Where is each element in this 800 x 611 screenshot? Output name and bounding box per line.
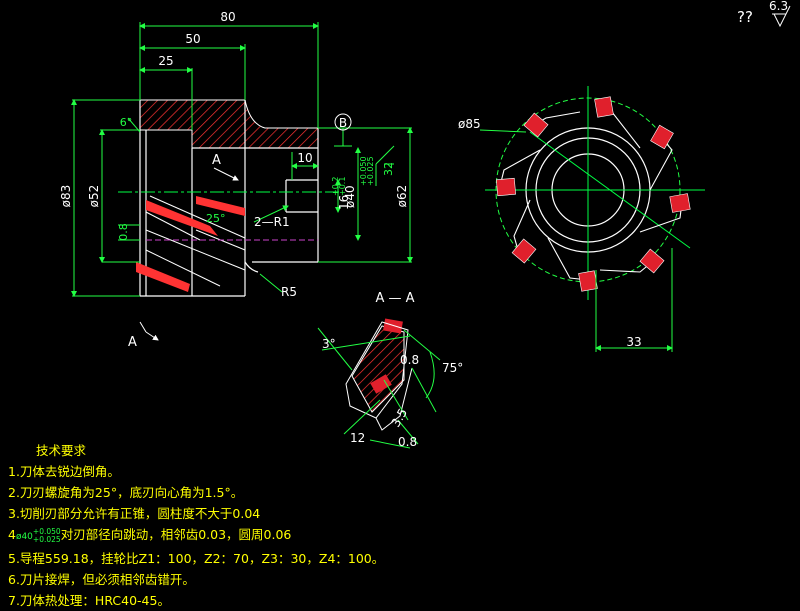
body-section-hatch	[139, 99, 319, 149]
note-5: 5.导程559.18，挂轮比Z1：100，Z2：70，Z3：30，Z4：100。	[8, 551, 385, 566]
dim-phi52: ø52	[87, 185, 101, 208]
note-4-text: 对刃部径向跳动，相邻齿0.03，圆周0.06	[60, 527, 292, 542]
technical-requirements: 技术要求 1.刀体去锐边倒角。 2.刀刃螺旋角为25°，底刃向心角为1.5°。 …	[8, 440, 608, 611]
note-4-number: 4	[8, 527, 16, 542]
dim-phi62: ø62	[395, 185, 409, 208]
dim-16-tol: +0.2	[331, 177, 340, 196]
dim-50: 50	[185, 32, 200, 46]
dim-16: 16	[337, 195, 351, 210]
dim-12: 12	[350, 431, 365, 445]
roughness-value: 6.3	[769, 0, 788, 13]
dim-33: 33	[626, 335, 641, 349]
section-insert-upper	[383, 318, 403, 334]
roughness-symbol: 6.3	[769, 0, 791, 28]
section-dims	[317, 327, 441, 449]
dim-angle-75: 75°	[442, 361, 463, 375]
section-outline	[345, 321, 413, 431]
note-4-phi: ø40	[15, 532, 33, 542]
phi85-leader	[479, 129, 527, 133]
dim-25: 25	[158, 54, 173, 68]
dim-phi85: ø85	[458, 117, 481, 131]
front-view: 80 50 25 10 ø83 ø52 6° 0.8 25°	[59, 10, 413, 350]
dim-rough-0-8c: 0.8	[398, 435, 417, 449]
dim-80: 80	[220, 10, 235, 24]
section-hatch	[351, 325, 405, 413]
note-2: 2.刀刃螺旋角为25°，底刃向心角为1.5°。	[8, 485, 244, 500]
section-arrow-lower	[145, 331, 159, 341]
datum-b-circle	[334, 113, 352, 131]
section-arrow-upper	[213, 167, 239, 181]
dim-phi83: ø83	[59, 185, 73, 208]
dim-10: 10	[297, 151, 312, 165]
dim-r5: R5	[281, 285, 297, 299]
end-diagonal	[529, 131, 691, 249]
dim-phi40-tol-lower: +0.025	[366, 156, 375, 186]
dim-rough-0-8: 0.8	[117, 223, 130, 241]
note-4-tol-upper: +0.050	[32, 526, 61, 536]
note-1: 1.刀体去锐边倒角。	[8, 464, 120, 479]
tooth-inserts	[496, 96, 691, 292]
note-4-tol-lower: +0.025	[32, 534, 61, 544]
section-title: A — A	[375, 291, 414, 306]
r1-leader	[253, 205, 289, 223]
end-view: ø85 33	[458, 86, 705, 352]
notes-title: 技术要求	[36, 443, 87, 458]
dim-phi40: ø40	[343, 185, 357, 208]
dim-phi40-tol-upper: +0.050	[359, 156, 368, 186]
dim-angle-6: 6°	[120, 116, 133, 129]
helical-flutes	[136, 195, 246, 292]
section-label-a-upper: A	[212, 153, 221, 168]
left-dimensions	[71, 99, 141, 297]
note-6: 6.刀片接焊，但必须相邻齿错开。	[8, 572, 195, 587]
r5-leader	[259, 273, 283, 293]
dim-16-tol2: +0.1	[338, 177, 347, 196]
note-3: 3.切削刃部分允许有正锥，圆柱度不大于0.04	[8, 506, 261, 521]
dim-3-5: 3.5	[388, 406, 410, 430]
dim-32: 32	[382, 162, 395, 176]
unknown-marks: ??	[737, 8, 753, 26]
section-a-a: A — A 3° 0.8 75° 3.5 12 0.8	[317, 291, 463, 449]
dim-33-lines	[595, 248, 673, 352]
section-label-a-lower: A	[128, 335, 137, 350]
dim-angle-3: 3°	[322, 337, 336, 351]
note-7: 7.刀体热处理：HRC40-45。	[8, 593, 170, 608]
dim-angle-25: 25°	[206, 212, 226, 225]
top-dimensions	[139, 22, 319, 180]
section-insert-lower	[370, 374, 392, 394]
right-dimensions	[318, 127, 413, 263]
datum-b-label: B	[339, 116, 347, 130]
note-4-tolerance: +0.050+0.025	[32, 526, 61, 544]
dim-rough-0-8b: 0.8	[400, 353, 419, 367]
dim-r1: 2—R1	[254, 215, 290, 229]
